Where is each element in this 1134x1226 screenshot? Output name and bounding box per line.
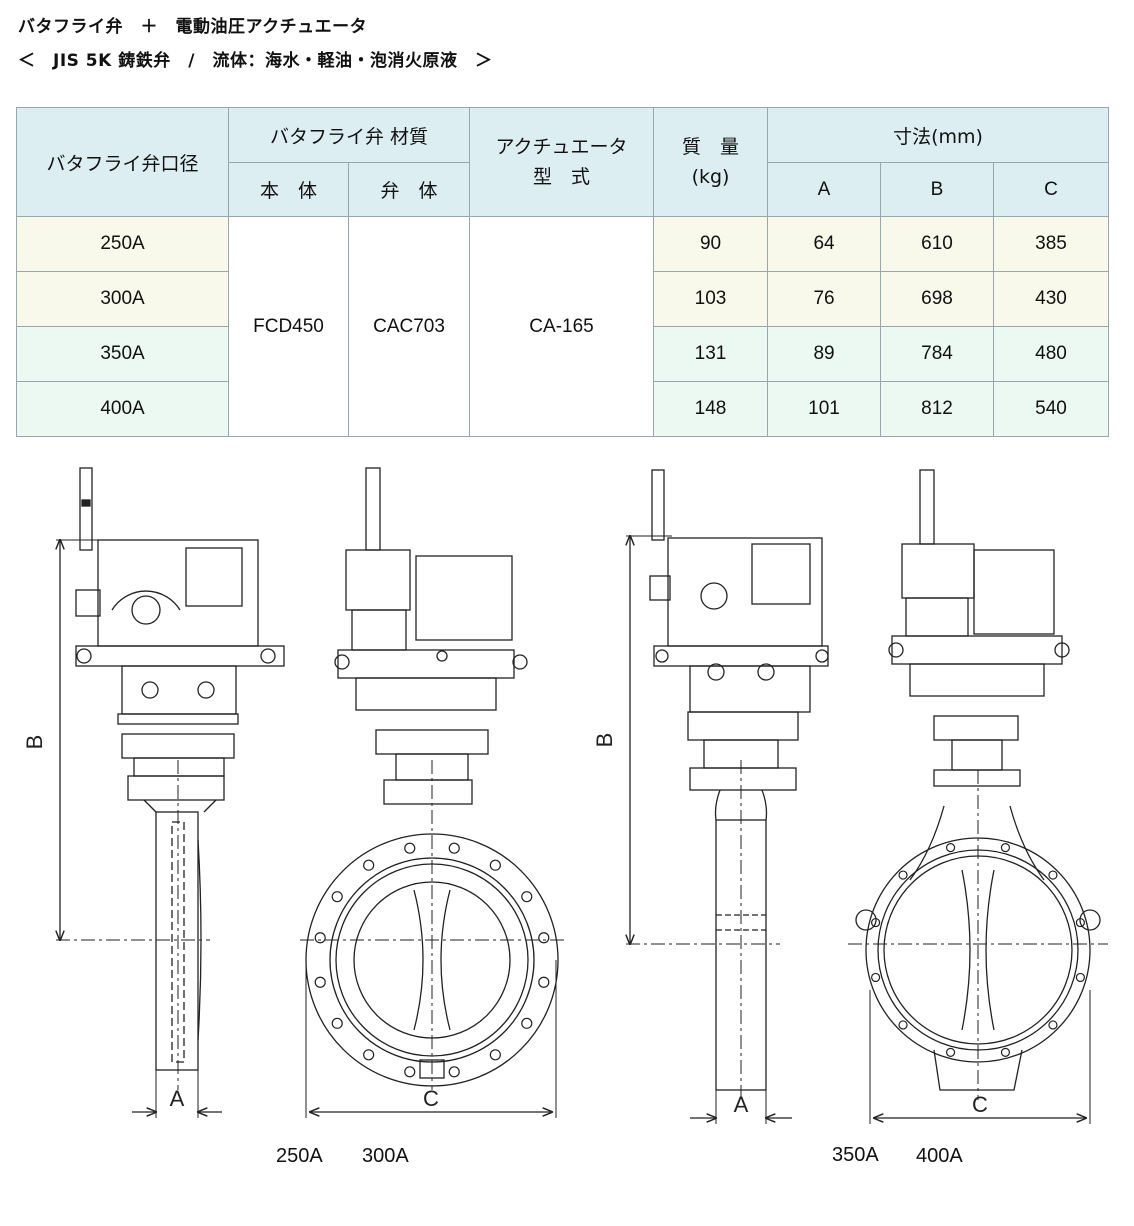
cell-dim-b: 610 — [880, 216, 995, 272]
bolt-hole — [1048, 870, 1058, 880]
header-dim-b: B — [880, 162, 995, 217]
header-actuator-line1: アクチュエータ — [495, 136, 628, 158]
caption-400a: 400A — [916, 1145, 963, 1167]
header-mass-line2: (kg) — [691, 166, 730, 188]
dim-label-a-left: A — [170, 1086, 185, 1111]
spec-table: バタフライ弁口径 バタフライ弁 材質 アクチュエータ 型 式 質 量 (kg) … — [16, 107, 1110, 437]
cell-size: 350A — [16, 326, 229, 382]
bolt-hole — [314, 932, 326, 944]
cell-dim-b: 698 — [880, 271, 995, 327]
cell-mass: 103 — [653, 271, 769, 327]
bolt-hole — [1000, 1047, 1011, 1057]
bolt-hole — [538, 932, 550, 944]
cell-actuator-model: CA-165 — [469, 216, 655, 437]
bolt-hole — [489, 859, 501, 871]
bolt-hole — [489, 1049, 501, 1061]
bolt-hole — [945, 843, 956, 853]
bolt-hole — [1048, 1020, 1058, 1030]
bolt-hole — [871, 917, 881, 928]
dim-label-c-right: C — [972, 1092, 988, 1117]
bolt-hole — [331, 1017, 343, 1029]
page-subtitle: ＜ JIS 5K 鋳鉄弁 / 流体：海水・軽油・泡消火原液 ＞ — [18, 51, 493, 71]
cell-dim-b: 812 — [880, 381, 995, 437]
bolt-hole — [331, 891, 343, 903]
header-actuator: アクチュエータ 型 式 — [469, 107, 655, 217]
bolt-hole — [404, 1066, 416, 1078]
header-dim-c: C — [993, 162, 1110, 217]
cell-dim-b: 784 — [880, 326, 995, 382]
table-row: 250A FCD450 CAC703 CA-165 90 64 610 385 — [16, 216, 1110, 437]
side-view-250-300 — [56, 467, 285, 1118]
bolt-hole — [898, 1020, 908, 1030]
cell-dim-c: 430 — [993, 271, 1110, 327]
cell-dim-c: 540 — [993, 381, 1110, 437]
side-view-350-400 — [626, 469, 829, 1124]
dim-label-b-right: B — [592, 733, 617, 748]
cell-dim-c: 480 — [993, 326, 1110, 382]
cell-disc-material: CAC703 — [347, 216, 471, 437]
bolt-hole — [945, 1047, 956, 1057]
cell-mass: 90 — [653, 216, 769, 272]
bolt-hole — [871, 972, 881, 983]
cell-dim-c: 385 — [993, 216, 1110, 272]
caption-250a: 250A — [276, 1145, 323, 1167]
cell-size: 400A — [16, 381, 229, 437]
header-actuator-line2: 型 式 — [533, 166, 591, 188]
cell-dim-a: 101 — [767, 381, 882, 437]
dim-label-a-right: A — [734, 1092, 749, 1117]
cell-dim-a: 89 — [767, 326, 882, 382]
caption-350a: 350A — [832, 1144, 879, 1166]
bolt-hole — [448, 842, 460, 854]
header-mass-line1: 質 量 — [682, 136, 740, 158]
table-row: 400A 148 101 812 540 — [16, 381, 1110, 437]
caption-300a: 300A — [362, 1145, 409, 1167]
valve-drawings: B A C B A C — [22, 467, 1108, 1124]
bolt-hole — [448, 1066, 460, 1078]
dim-label-b-left: B — [22, 735, 47, 750]
cell-size: 300A — [16, 271, 229, 327]
header-bore: バタフライ弁口径 — [16, 107, 229, 217]
bolt-hole — [363, 1049, 375, 1061]
bolt-hole — [314, 976, 326, 988]
bolt-hole — [521, 1017, 533, 1029]
cell-dim-a: 64 — [767, 216, 882, 272]
header-material: バタフライ弁 材質 — [227, 107, 471, 163]
cell-dim-a: 76 — [767, 271, 882, 327]
header-dimensions: 寸法(mm) — [767, 107, 1110, 163]
bolt-hole — [1000, 843, 1011, 853]
bolt-hole — [363, 859, 375, 871]
table-row: 300A 103 76 698 430 — [16, 271, 1110, 327]
header-mass: 質 量 (kg) — [653, 107, 769, 217]
cell-size: 250A — [16, 216, 229, 272]
cell-mass: 148 — [653, 381, 769, 437]
front-view-350-400 — [848, 469, 1108, 1124]
dim-label-c-left: C — [423, 1086, 439, 1111]
header-dim-a: A — [767, 162, 882, 217]
bolt-hole — [1075, 972, 1085, 983]
bolt-hole — [521, 891, 533, 903]
cell-body-material: FCD450 — [228, 216, 349, 437]
header-disc: 弁 体 — [347, 162, 471, 217]
header-body: 本 体 — [228, 162, 349, 217]
bolt-hole — [404, 842, 416, 854]
bolt-hole — [1075, 917, 1085, 928]
front-view-250-300 — [300, 467, 564, 1118]
bolt-hole — [538, 976, 550, 988]
bolt-hole — [898, 870, 908, 880]
cell-mass: 131 — [653, 326, 769, 382]
page-title: バタフライ弁 ＋ 電動油圧アクチュエータ — [18, 17, 368, 37]
table-row: 350A 131 89 784 480 — [16, 326, 1110, 382]
